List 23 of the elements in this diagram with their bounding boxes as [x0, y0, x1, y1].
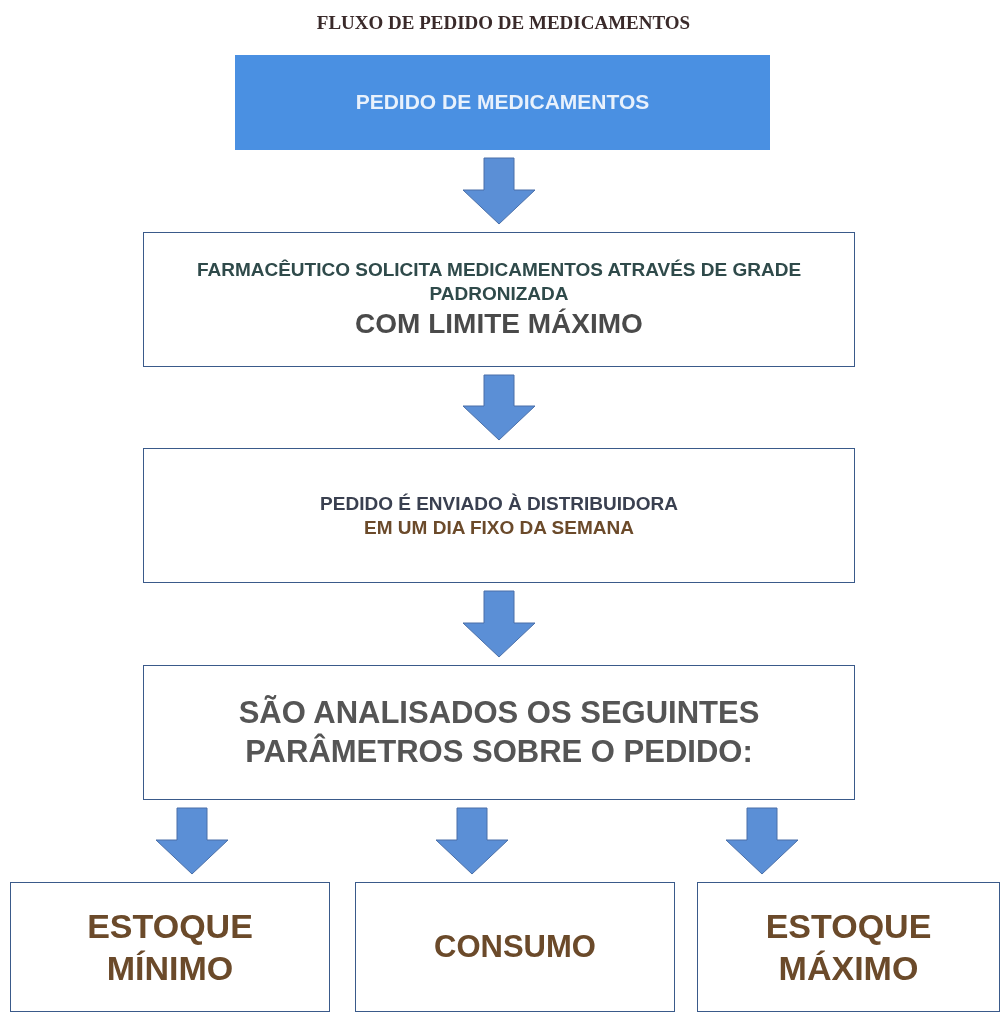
process-box: [143, 448, 855, 583]
box-text: ESTOQUE MÍNIMO: [86, 905, 254, 989]
block-arrow: [462, 590, 536, 658]
box-text: ESTOQUE MÁXIMO: [764, 905, 933, 989]
box-text: PEDIDO É ENVIADO À DISTRIBUIDORA: [320, 491, 678, 516]
header-box: [235, 55, 770, 150]
box-text: COM LIMITE MÁXIMO: [355, 306, 643, 341]
block-arrow: [725, 807, 799, 875]
process-box: [143, 665, 855, 800]
box-text: CONSUMO: [434, 927, 596, 966]
box-text: FARMACÊUTICO SOLICITA MEDICAMENTOS ATRAVÉS DE GRADE PADRONIZADA: [195, 258, 803, 306]
box-text: PEDIDO DE MEDICAMENTOS: [355, 89, 650, 116]
block-arrow: [462, 157, 536, 225]
process-box: [10, 882, 330, 1012]
diagram-title: FLUXO DE PEDIDO DE MEDICAMENTOS: [315, 12, 692, 34]
process-box: [697, 882, 1000, 1012]
process-box: [143, 232, 855, 367]
process-box: [355, 882, 675, 1012]
block-arrow: [462, 374, 536, 441]
box-text: EM UM DIA FIXO DA SEMANA: [364, 515, 634, 540]
box-text: SÃO ANALISADOS OS SEGUINTES PARÂMETROS SOBRE O PEDIDO:: [237, 693, 761, 771]
block-arrow: [155, 807, 229, 875]
block-arrow: [435, 807, 509, 875]
